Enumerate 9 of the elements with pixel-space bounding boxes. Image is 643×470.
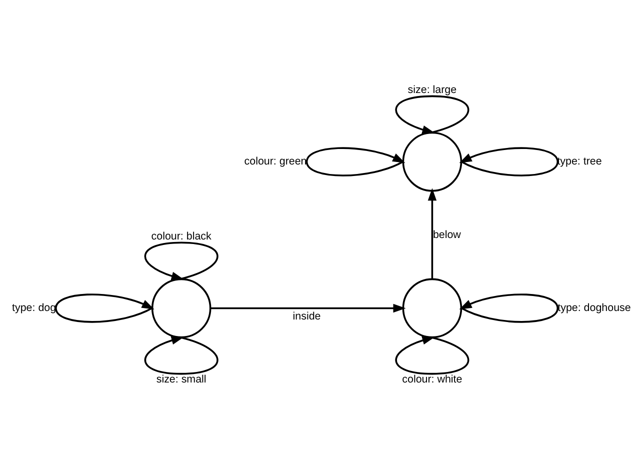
edge-label: size: large: [408, 84, 457, 96]
edge-label: type: dog: [12, 302, 56, 314]
edge-label: colour: white: [402, 373, 462, 386]
edge-label: size: small: [156, 373, 206, 386]
edge-label: inside: [292, 310, 321, 322]
edge-label: below: [432, 228, 461, 241]
edge-label: colour: black: [151, 230, 212, 243]
edge-label: colour: green: [244, 156, 307, 168]
edge-label: type: doghouse: [558, 302, 631, 314]
